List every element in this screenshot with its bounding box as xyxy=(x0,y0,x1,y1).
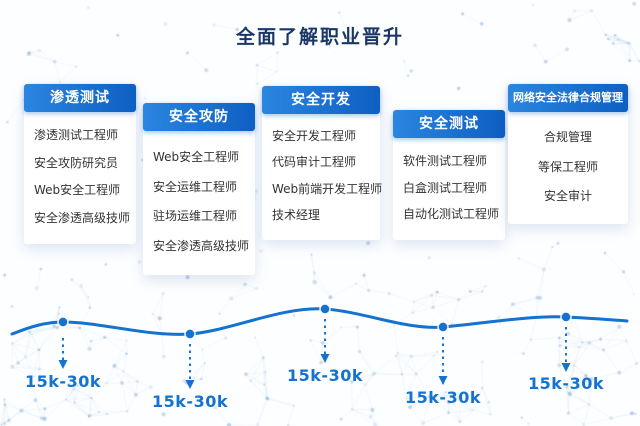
career-card-security-attack-defense: 安全攻防 Web安全工程师 安全运维工程师 驻场运维工程师 安全渗透高级技师 xyxy=(143,103,255,275)
card-body: 软件测试工程师 白盒测试工程师 自动化测试工程师 xyxy=(393,138,505,240)
job-title: 白盒测试工程师 xyxy=(403,180,488,195)
wave-dot xyxy=(437,321,449,333)
job-title: 安全开发工程师 xyxy=(272,129,357,144)
card-header: 安全开发 xyxy=(262,86,380,114)
job-title: 技术经理 xyxy=(272,207,321,222)
card-header: 渗透测试 xyxy=(24,84,136,112)
job-title: 渗透测试工程师 xyxy=(34,128,119,143)
salary-label: 15k-30k xyxy=(25,372,101,391)
arrowhead-icon xyxy=(561,363,571,372)
salary-label: 15k-30k xyxy=(152,392,228,411)
career-card-penetration-testing: 渗透测试 渗透测试工程师 安全攻防研究员 Web安全工程师 安全渗透高级技师 xyxy=(24,84,136,244)
wave-dot xyxy=(57,316,69,328)
career-card-security-testing: 安全测试 软件测试工程师 白盒测试工程师 自动化测试工程师 xyxy=(393,110,505,240)
job-title: 驻场运维工程师 xyxy=(153,209,238,224)
career-card-legal-compliance: 网络安全法律合规管理 合规管理 等保工程师 安全审计 xyxy=(508,84,628,224)
arrowhead-icon xyxy=(320,354,330,363)
wave-line xyxy=(10,307,629,336)
salary-label: 15k-30k xyxy=(287,366,363,385)
job-title: 自动化测试工程师 xyxy=(403,207,500,222)
wave-dot xyxy=(184,328,196,340)
job-title: 安全运维工程师 xyxy=(153,179,238,194)
salary-label: 15k-30k xyxy=(528,374,604,393)
job-title: 代码审计工程师 xyxy=(272,155,357,170)
job-title: 安全渗透高级技师 xyxy=(34,210,131,225)
wave-dots xyxy=(57,303,572,340)
card-body: 渗透测试工程师 安全攻防研究员 Web安全工程师 安全渗透高级技师 xyxy=(24,112,136,244)
arrowhead-icon xyxy=(438,376,448,385)
job-title: 安全审计 xyxy=(543,188,592,203)
wave-dot xyxy=(560,311,572,323)
job-title: Web安全工程师 xyxy=(34,183,121,198)
job-title: 安全攻防研究员 xyxy=(34,155,119,170)
job-title: 软件测试工程师 xyxy=(403,153,488,168)
career-card-security-development: 安全开发 安全开发工程师 代码审计工程师 Web前端开发工程师 技术经理 xyxy=(262,86,383,240)
job-title: Web前端开发工程师 xyxy=(272,181,383,196)
card-header: 安全测试 xyxy=(393,110,505,138)
card-body: Web安全工程师 安全运维工程师 驻场运维工程师 安全渗透高级技师 xyxy=(143,131,255,275)
job-title: 合规管理 xyxy=(543,130,592,145)
page-title: 全面了解职业晋升 xyxy=(235,26,404,48)
down-arrow-icons xyxy=(58,319,571,389)
job-title: Web安全工程师 xyxy=(153,149,240,164)
card-body: 合规管理 等保工程师 安全审计 xyxy=(508,112,628,224)
salary-label: 15k-30k xyxy=(405,388,481,407)
card-body: 安全开发工程师 代码审计工程师 Web前端开发工程师 技术经理 xyxy=(262,114,383,240)
arrowhead-icon xyxy=(185,380,195,389)
arrowhead-icon xyxy=(58,360,68,369)
card-header: 安全攻防 xyxy=(143,103,255,131)
card-header: 网络安全法律合规管理 xyxy=(508,84,628,112)
job-title: 等保工程师 xyxy=(537,159,598,174)
job-title: 安全渗透高级技师 xyxy=(153,239,250,254)
wave-dot xyxy=(319,303,331,315)
